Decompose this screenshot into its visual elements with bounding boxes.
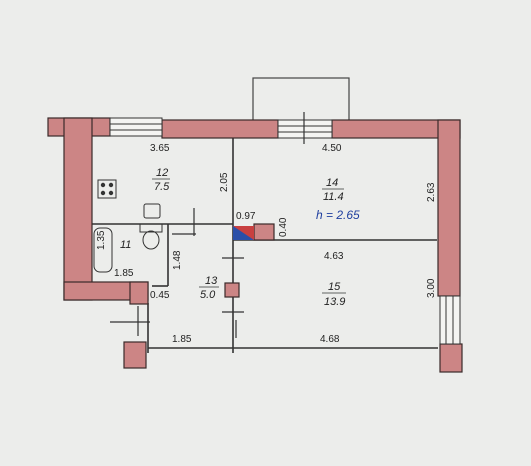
- shaft: [224, 282, 240, 298]
- ventilation-duct-red: [233, 226, 254, 240]
- dim-small-wall: 0.45: [150, 290, 170, 301]
- windows: [109, 117, 461, 345]
- room-13-number: 13: [205, 275, 218, 287]
- dim-toilet-height: 1.48: [172, 250, 183, 270]
- room-13-area: 5.0: [200, 289, 216, 301]
- bathtub-icon: [93, 227, 113, 273]
- room-12-number: 12: [156, 167, 168, 179]
- exterior-walls: [47, 117, 463, 373]
- wall-bottom-corner-right: [439, 343, 463, 373]
- dim-room15-top: 4.63: [324, 251, 344, 262]
- door-marks: [110, 112, 305, 338]
- dim-bath-height: 1.35: [96, 230, 107, 250]
- wall-fragment: [253, 223, 275, 241]
- dim-bottom-left: 1.85: [172, 334, 192, 345]
- stove-icon: [97, 179, 117, 199]
- dim-kitchen-top: 3.65: [150, 143, 170, 154]
- sink-icon: [143, 203, 161, 219]
- room-12-area: 7.5: [154, 181, 170, 193]
- dim-room15-side: 3.00: [426, 278, 437, 298]
- dim-bottom-right: 4.68: [320, 334, 340, 345]
- wall-step: [129, 281, 149, 305]
- room-11-number: 11: [120, 239, 131, 251]
- dim-room14-top: 4.50: [322, 143, 342, 154]
- dim-kitchen-side: 2.05: [219, 172, 230, 192]
- room-15-area: 13.9: [324, 296, 345, 308]
- wall-right-vertical: [437, 119, 461, 297]
- room-14-area: 11.4: [323, 191, 344, 203]
- toilet-icon: [139, 223, 163, 250]
- window-kitchen: [109, 117, 163, 137]
- room-14-number: 14: [326, 177, 338, 189]
- dim-room14-side: 2.63: [426, 182, 437, 202]
- dim-door-width: 0.97: [236, 211, 256, 222]
- window-balcony-door: [277, 119, 333, 139]
- room-15-number: 15: [328, 281, 341, 293]
- wall-bottom-corner-left: [123, 341, 147, 369]
- dim-bath-width: 1.85: [114, 268, 134, 279]
- wall-top-center: [161, 119, 279, 139]
- dim-partition: 0.40: [278, 217, 289, 237]
- ceiling-height: h = 2.65: [316, 208, 360, 222]
- window-right: [439, 295, 461, 345]
- wall-left-vertical: [63, 117, 93, 301]
